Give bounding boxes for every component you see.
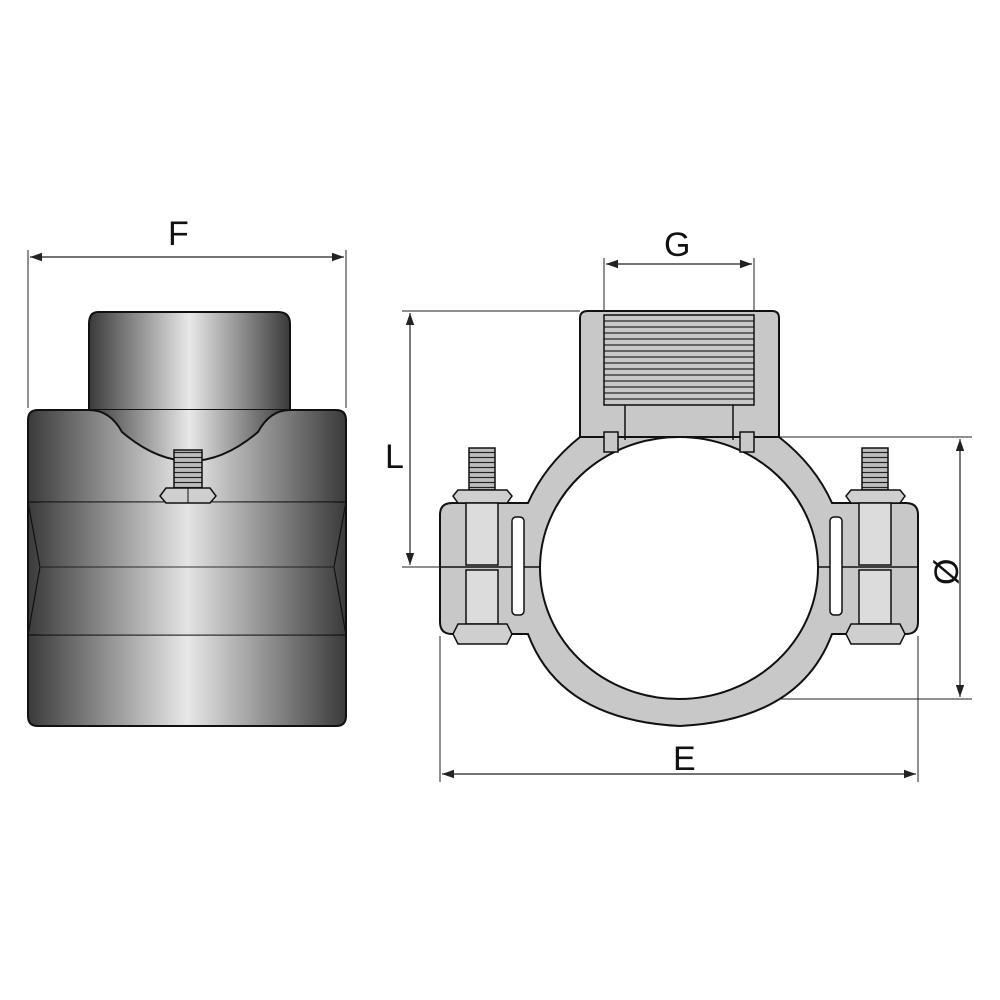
dimension-label-e: E xyxy=(673,740,696,778)
dimension-f: F xyxy=(27,215,347,408)
front-view xyxy=(439,310,919,728)
dimension-label-l: L xyxy=(385,438,404,476)
dimension-label-g: G xyxy=(664,226,690,264)
outlet-clip-left xyxy=(603,431,619,453)
pipe-bore xyxy=(539,436,819,700)
bolt-assembly-left xyxy=(452,447,513,645)
slot-left xyxy=(511,516,525,616)
dimension-diameter: Ø xyxy=(780,436,972,700)
side-view xyxy=(27,311,347,727)
bolt-icon xyxy=(468,447,496,491)
dimension-e: E xyxy=(439,636,919,782)
slot-right xyxy=(829,516,843,616)
outlet-clip-right xyxy=(739,431,755,453)
band-fill xyxy=(40,502,334,635)
bolt-icon xyxy=(173,449,203,489)
outlet-thread xyxy=(603,314,755,406)
nut-icon xyxy=(452,489,513,504)
nut-icon xyxy=(845,623,906,645)
dimension-g: G xyxy=(603,226,755,312)
outlet-body xyxy=(88,311,291,411)
dimension-label-diameter: Ø xyxy=(928,559,966,585)
dimension-l: L xyxy=(385,310,580,568)
bolt-icon xyxy=(861,447,889,491)
nut-icon xyxy=(845,489,906,504)
dimension-label-f: F xyxy=(168,215,189,253)
nut-icon xyxy=(452,623,513,645)
bolt-assembly-right xyxy=(845,447,906,645)
